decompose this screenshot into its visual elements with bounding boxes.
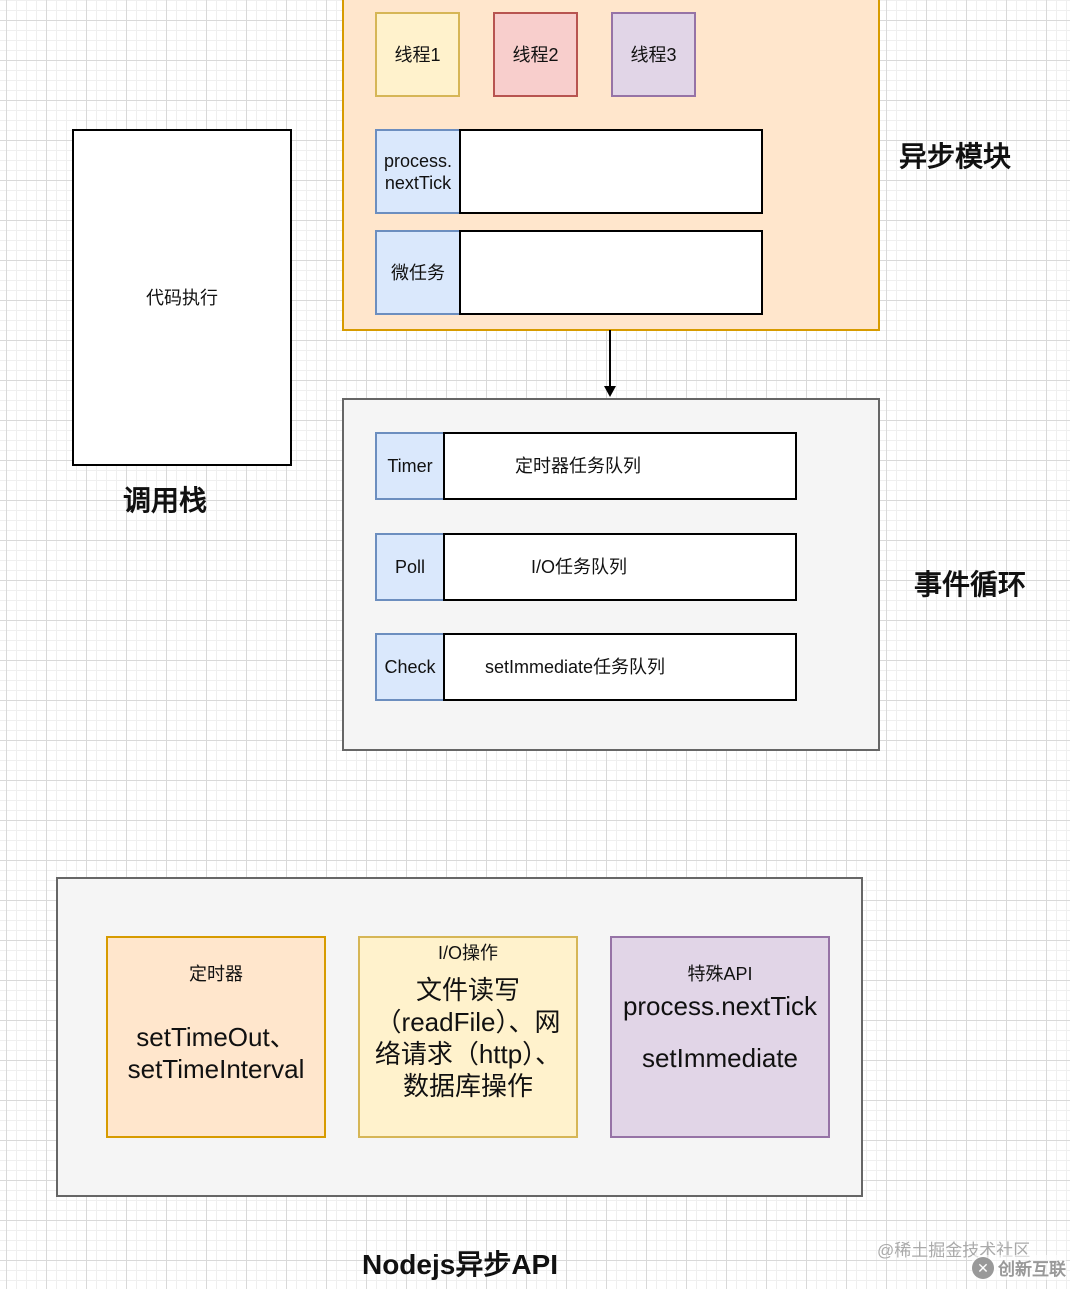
queue-microtask-label: 微任务	[375, 230, 461, 315]
phase-poll-queue: I/O任务队列	[443, 533, 797, 601]
api-group-heading: I/O操作	[437, 943, 498, 963]
phase-check-label: Check	[375, 633, 445, 701]
thread-1: 线程1	[375, 12, 460, 97]
api-group-heading: 特殊API	[687, 964, 753, 984]
api-group-body: setTimeOut、 setTimeInterval	[127, 1022, 305, 1084]
logo-text: 创新互联	[998, 1260, 1066, 1279]
queue-microtask-slot	[459, 230, 763, 315]
nodejs-api-title: Nodejs异步API	[361, 1249, 559, 1280]
async-module-title: 异步模块	[898, 141, 1012, 172]
api-group-body: process.nextTick setImmediate	[622, 991, 818, 1073]
logo-watermark: ✕ 创新互联	[972, 1255, 1066, 1280]
api-group-io: I/O操作 文件读写（readFile）、网络请求（http）、数据库操作	[358, 936, 578, 1138]
phase-timer-label: Timer	[375, 432, 445, 500]
thread-2: 线程2	[493, 12, 578, 97]
queue-nexttick-label: process. nextTick	[375, 129, 461, 214]
logo-icon: ✕	[972, 1256, 994, 1279]
call-stack-box: 代码执行	[72, 129, 292, 466]
api-group-timer: 定时器 setTimeOut、 setTimeInterval	[106, 936, 326, 1138]
queue-nexttick-slot	[459, 129, 763, 214]
api-group-heading: 定时器	[189, 964, 243, 984]
event-loop-title: 事件循环	[913, 569, 1027, 600]
phase-timer-queue: 定时器任务队列	[443, 432, 797, 500]
call-stack-title: 调用栈	[122, 485, 208, 516]
api-group-special: 特殊API process.nextTick setImmediate	[610, 936, 830, 1138]
api-group-body: 文件读写（readFile）、网络请求（http）、数据库操作	[374, 975, 562, 1101]
phase-check-queue: setImmediate任务队列	[443, 633, 797, 701]
phase-poll-label: Poll	[375, 533, 445, 601]
thread-3: 线程3	[611, 12, 696, 97]
arrow-icon	[604, 330, 616, 397]
